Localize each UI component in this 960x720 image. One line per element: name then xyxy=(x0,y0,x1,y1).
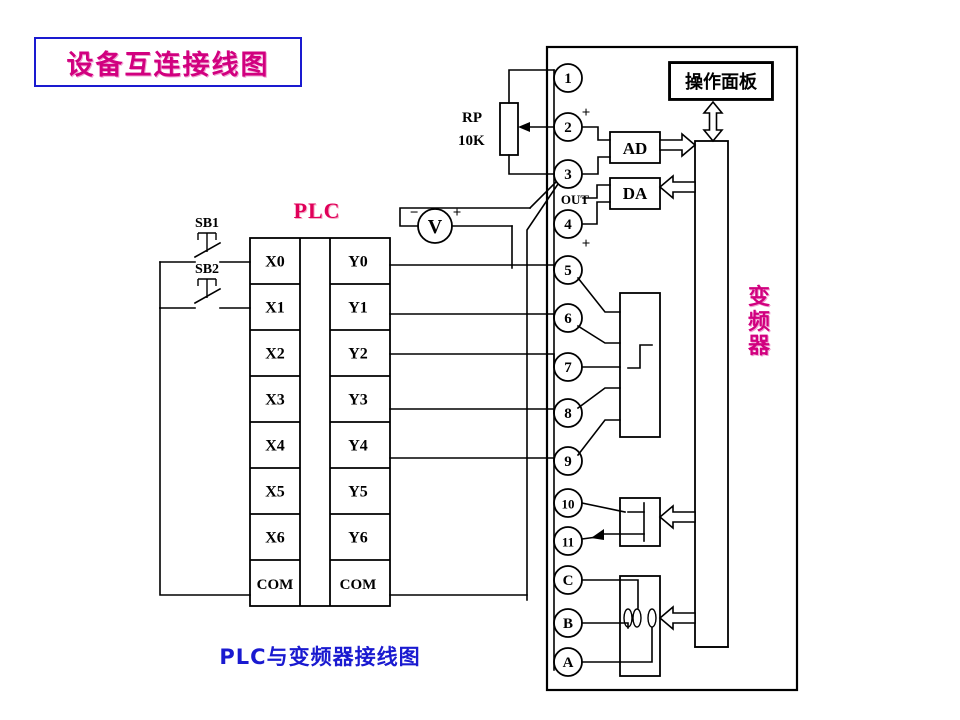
terminal-group: 1 2 + 3 4 + OUT 5 6 7 8 9 10 11 xyxy=(553,63,591,677)
inverter-char-1: 变 xyxy=(747,285,770,310)
plc-input-x3: X3 xyxy=(265,392,285,409)
operation-panel[interactable]: 操作面板 xyxy=(669,62,773,100)
plc-output-y4: Y4 xyxy=(348,438,368,455)
plc-output-com: COM xyxy=(340,577,377,593)
ad-to-cpu-arrow xyxy=(659,132,697,158)
pulse-waveform-icon xyxy=(627,344,653,369)
out-label: OUT xyxy=(561,192,590,207)
inverter-char-2: 频 xyxy=(747,309,770,335)
terminal-2-sign: + xyxy=(582,105,591,121)
terminal-b-label: B xyxy=(563,616,573,632)
plc-input-x2: X2 xyxy=(265,346,285,363)
plc-output-y6: Y6 xyxy=(348,530,368,547)
plc-input-x6: X6 xyxy=(265,530,285,547)
terminal-c-label: C xyxy=(563,573,574,589)
wire-t3-diagonal-down xyxy=(526,182,560,601)
plc-output-y5: Y5 xyxy=(348,484,368,501)
switch-sb1[interactable] xyxy=(159,232,251,263)
wire-sb-common-bus xyxy=(159,261,251,596)
wire-voltmeter-left-top xyxy=(399,207,531,227)
terminal-3-label: 3 xyxy=(564,167,572,183)
terminal-2-label: 2 xyxy=(564,120,572,136)
plc-input-x4: X4 xyxy=(265,438,285,455)
plc-input-com: COM xyxy=(257,577,294,593)
terminal-1-label: 1 xyxy=(564,71,572,87)
relay-block xyxy=(619,575,661,677)
voltmeter-label: V xyxy=(428,216,443,238)
wire-y0-to-t5 xyxy=(389,264,555,271)
terminal-9-label: 9 xyxy=(564,454,572,470)
wire-t5-to-logic xyxy=(576,276,621,313)
wire-volt-top-to-t3 xyxy=(528,180,558,210)
terminal-4-sign: + xyxy=(582,236,591,252)
pulse-logic-block xyxy=(619,292,661,438)
wire-relay-a xyxy=(581,627,653,663)
figure-caption: PLC与变频器接线图 xyxy=(219,645,421,669)
title-box: 设备互连接线图 xyxy=(34,37,302,87)
wire-t6-to-logic xyxy=(576,324,621,344)
potentiometer-value: 10K xyxy=(458,133,485,149)
plc-input-x5: X5 xyxy=(265,484,285,501)
plc-output-y3: Y3 xyxy=(348,392,368,409)
plc-input-x0: X0 xyxy=(265,254,285,271)
potentiometer-label: RP xyxy=(462,110,482,126)
wire-pot-top-to-t1 xyxy=(508,69,555,104)
plc-heading: PLC xyxy=(293,198,341,223)
wire-t8-to-logic xyxy=(576,387,621,410)
relay-coil-icon xyxy=(623,608,657,628)
ad-label: AD xyxy=(623,139,648,158)
inverter-char-3: 器 xyxy=(747,334,770,360)
plc-output-y2: Y2 xyxy=(348,346,368,363)
terminal-a-label: A xyxy=(563,655,574,671)
wire-relay-b xyxy=(581,622,629,629)
wire-y4-to-t9 xyxy=(389,457,555,462)
terminal-4-label: 4 xyxy=(564,217,572,233)
wire-y1-to-t6 xyxy=(389,313,555,319)
wire-relay-c xyxy=(581,579,639,609)
inverter-frame xyxy=(545,45,799,692)
wire-y2-to-t7 xyxy=(389,353,555,368)
wire-y3-to-t8 xyxy=(389,408,555,414)
wire-da-to-t4 xyxy=(582,201,611,225)
wire-t2-to-ad xyxy=(582,126,611,141)
plc-block: X0 X1 X2 X3 X4 X5 X6 COM Y0 Y1 Y2 Y3 Y4 … xyxy=(249,237,391,607)
potentiometer-body xyxy=(499,102,519,156)
terminal-7-label: 7 xyxy=(564,360,572,376)
page-title: 设备互连接线图 xyxy=(66,49,270,81)
transistor-output-block xyxy=(619,497,661,547)
cpu-to-relay-arrow xyxy=(658,605,696,631)
cpu-to-transistor-arrow xyxy=(658,504,696,530)
inverter-vertical-label: 变 频 器 xyxy=(744,285,774,360)
switch-sb2-label: SB2 xyxy=(195,262,219,277)
plc-output-y0: Y0 xyxy=(348,254,368,271)
voltmeter-plus-sign: + xyxy=(453,205,462,221)
terminal-8-label: 8 xyxy=(564,406,572,422)
terminal-10-label: 10 xyxy=(562,497,575,512)
wire-t10-to-transistor xyxy=(581,502,626,513)
plc-input-x1: X1 xyxy=(265,300,285,317)
wire-t3-to-ad xyxy=(582,156,611,175)
wire-t9-to-logic xyxy=(576,419,621,457)
da-block xyxy=(609,177,661,210)
plc-output-y1: Y1 xyxy=(348,300,368,317)
da-label: DA xyxy=(623,184,648,203)
switch-sb1-label: SB1 xyxy=(195,216,219,231)
voltmeter-minus-sign: − xyxy=(410,205,419,221)
terminal-11-label: 11 xyxy=(562,535,574,550)
terminal-5-label: 5 xyxy=(564,263,572,279)
terminal-6-label: 6 xyxy=(564,311,572,327)
cpu-to-da-arrow xyxy=(658,174,696,200)
wire-da-to-t3branch xyxy=(582,184,611,199)
wire-pot-bottom-to-t3 xyxy=(508,154,555,175)
switch-sb2[interactable] xyxy=(159,278,251,309)
operation-panel-label: 操作面板 xyxy=(685,72,757,93)
wire-t11-to-transistor xyxy=(581,536,598,540)
potentiometer-wiper-arrow xyxy=(518,122,555,132)
